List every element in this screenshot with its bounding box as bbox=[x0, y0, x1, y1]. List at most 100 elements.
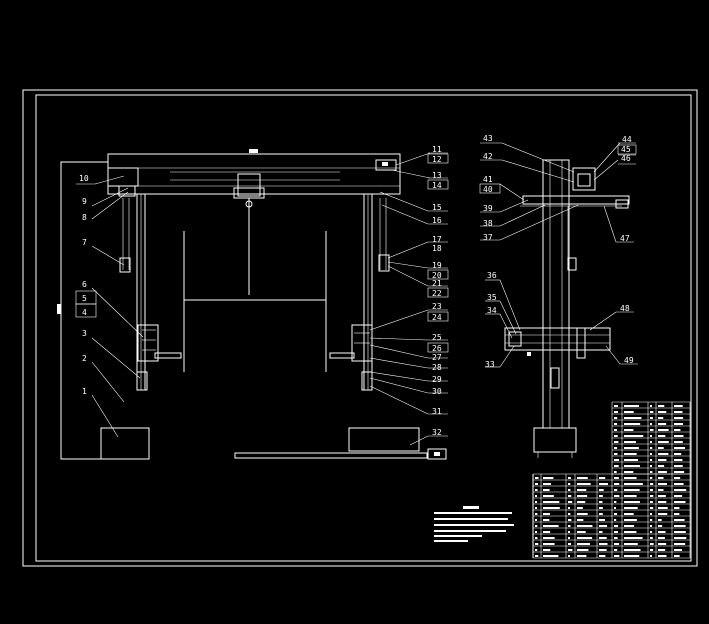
table-cell-text bbox=[614, 465, 619, 467]
table-cell-text bbox=[674, 537, 687, 539]
table-cell-text bbox=[674, 543, 686, 545]
table-cell-text bbox=[543, 507, 560, 509]
table-cell-text bbox=[535, 501, 537, 503]
label-33: 33 bbox=[485, 360, 495, 369]
label-30: 30 bbox=[432, 387, 442, 396]
table-cell-text bbox=[674, 501, 686, 503]
table-cell-text bbox=[568, 531, 571, 533]
side-view-callouts: 43 42 41 40 39 38 37 36 35 34 33 44 45 4… bbox=[479, 134, 638, 369]
table-cell-text bbox=[650, 507, 654, 509]
table-cell-text bbox=[674, 495, 683, 497]
label-32: 32 bbox=[432, 428, 442, 437]
table-cell-text bbox=[543, 489, 550, 491]
table-cell-text bbox=[624, 435, 644, 437]
table-cell-text bbox=[535, 555, 539, 557]
label-16: 16 bbox=[432, 216, 442, 225]
table-cell-text bbox=[650, 531, 653, 533]
label-6: 6 bbox=[82, 280, 87, 289]
label-43: 43 bbox=[483, 134, 493, 143]
table-cell-text bbox=[614, 477, 619, 479]
table-cell-text bbox=[599, 501, 603, 503]
table-cell-text bbox=[614, 423, 618, 425]
table-cell-text bbox=[650, 519, 653, 521]
table-cell-text bbox=[658, 465, 665, 467]
table-cell-text bbox=[674, 549, 682, 551]
callout-36: 36 bbox=[485, 271, 521, 331]
table-cell-text bbox=[577, 555, 587, 557]
table-cell-text bbox=[543, 543, 555, 545]
label-29: 29 bbox=[432, 375, 442, 384]
table-cell-text bbox=[614, 411, 618, 413]
label-12: 12 bbox=[432, 155, 442, 164]
label-1: 1 bbox=[82, 387, 87, 396]
table-cell-text bbox=[650, 525, 653, 527]
table-cell-text bbox=[658, 537, 665, 539]
table-cell-text bbox=[535, 477, 539, 479]
table-cell-text bbox=[674, 471, 685, 473]
label-47: 47 bbox=[620, 234, 630, 243]
table-cell-text bbox=[599, 549, 607, 551]
table-cell-text bbox=[614, 549, 618, 551]
table-cell-text bbox=[577, 549, 589, 551]
table-cell-text bbox=[535, 489, 538, 491]
table-cell-text bbox=[543, 477, 554, 479]
table-cell-text bbox=[650, 429, 654, 431]
label-22: 22 bbox=[432, 289, 442, 298]
table-cell-text bbox=[674, 405, 683, 407]
table-cell-text bbox=[658, 519, 662, 521]
table-cell-text bbox=[543, 501, 560, 503]
table-cell-text bbox=[614, 543, 620, 545]
table-cell-text bbox=[674, 435, 684, 437]
table-cell-text bbox=[535, 519, 537, 521]
table-cell-text bbox=[650, 471, 653, 473]
callout-3: 3 bbox=[82, 329, 141, 379]
table-cell-text bbox=[624, 525, 635, 527]
table-cell-text bbox=[624, 495, 637, 497]
table-cell-text bbox=[674, 507, 680, 509]
callout-32: 32 bbox=[409, 428, 448, 446]
table-cell-text bbox=[624, 405, 639, 407]
table-cell-text bbox=[614, 441, 619, 443]
table-cell-text bbox=[650, 435, 652, 437]
table-cell-text bbox=[624, 441, 636, 443]
callout-49: 49 bbox=[605, 345, 638, 365]
table-cell-text bbox=[535, 537, 538, 539]
callout-21: 21 bbox=[387, 265, 448, 288]
label-9: 9 bbox=[82, 197, 87, 206]
label-27: 27 bbox=[432, 353, 442, 362]
label-3: 3 bbox=[82, 329, 87, 338]
table-cell-text bbox=[624, 489, 640, 491]
table-cell-text bbox=[674, 525, 686, 527]
table-cell-text bbox=[658, 543, 667, 545]
table-cell-text bbox=[614, 447, 618, 449]
callout-25: 25 bbox=[369, 333, 448, 342]
table-cell-text bbox=[674, 555, 680, 557]
table-cell-text bbox=[568, 507, 571, 509]
label-26: 26 bbox=[432, 344, 442, 353]
table-cell-text bbox=[614, 513, 618, 515]
table-cell-text bbox=[543, 555, 559, 557]
table-cell-text bbox=[577, 543, 590, 545]
table-cell-text bbox=[568, 501, 573, 503]
table-cell-text bbox=[658, 441, 669, 443]
table-cell-text bbox=[614, 489, 618, 491]
callout-47: 47 bbox=[603, 205, 634, 243]
table-cell-text bbox=[577, 501, 586, 503]
table-cell-text bbox=[658, 417, 664, 419]
label-8: 8 bbox=[82, 213, 87, 222]
table-cell-text bbox=[577, 525, 593, 527]
table-cell-text bbox=[658, 423, 667, 425]
table-cell-text bbox=[650, 489, 653, 491]
table-cell-text bbox=[624, 423, 641, 425]
table-cell-text bbox=[658, 447, 664, 449]
table-cell-text bbox=[674, 447, 686, 449]
table-cell-text bbox=[658, 471, 667, 473]
callout-30: 30 bbox=[369, 377, 448, 396]
callout-27: 27 bbox=[369, 344, 448, 362]
label-17: 17 bbox=[432, 235, 442, 244]
callout-35: 35 bbox=[485, 293, 517, 335]
callout-19: 19 bbox=[387, 261, 448, 270]
table-cell-text bbox=[624, 447, 639, 449]
table-cell-text bbox=[568, 555, 570, 557]
table-cell-text bbox=[535, 483, 538, 485]
